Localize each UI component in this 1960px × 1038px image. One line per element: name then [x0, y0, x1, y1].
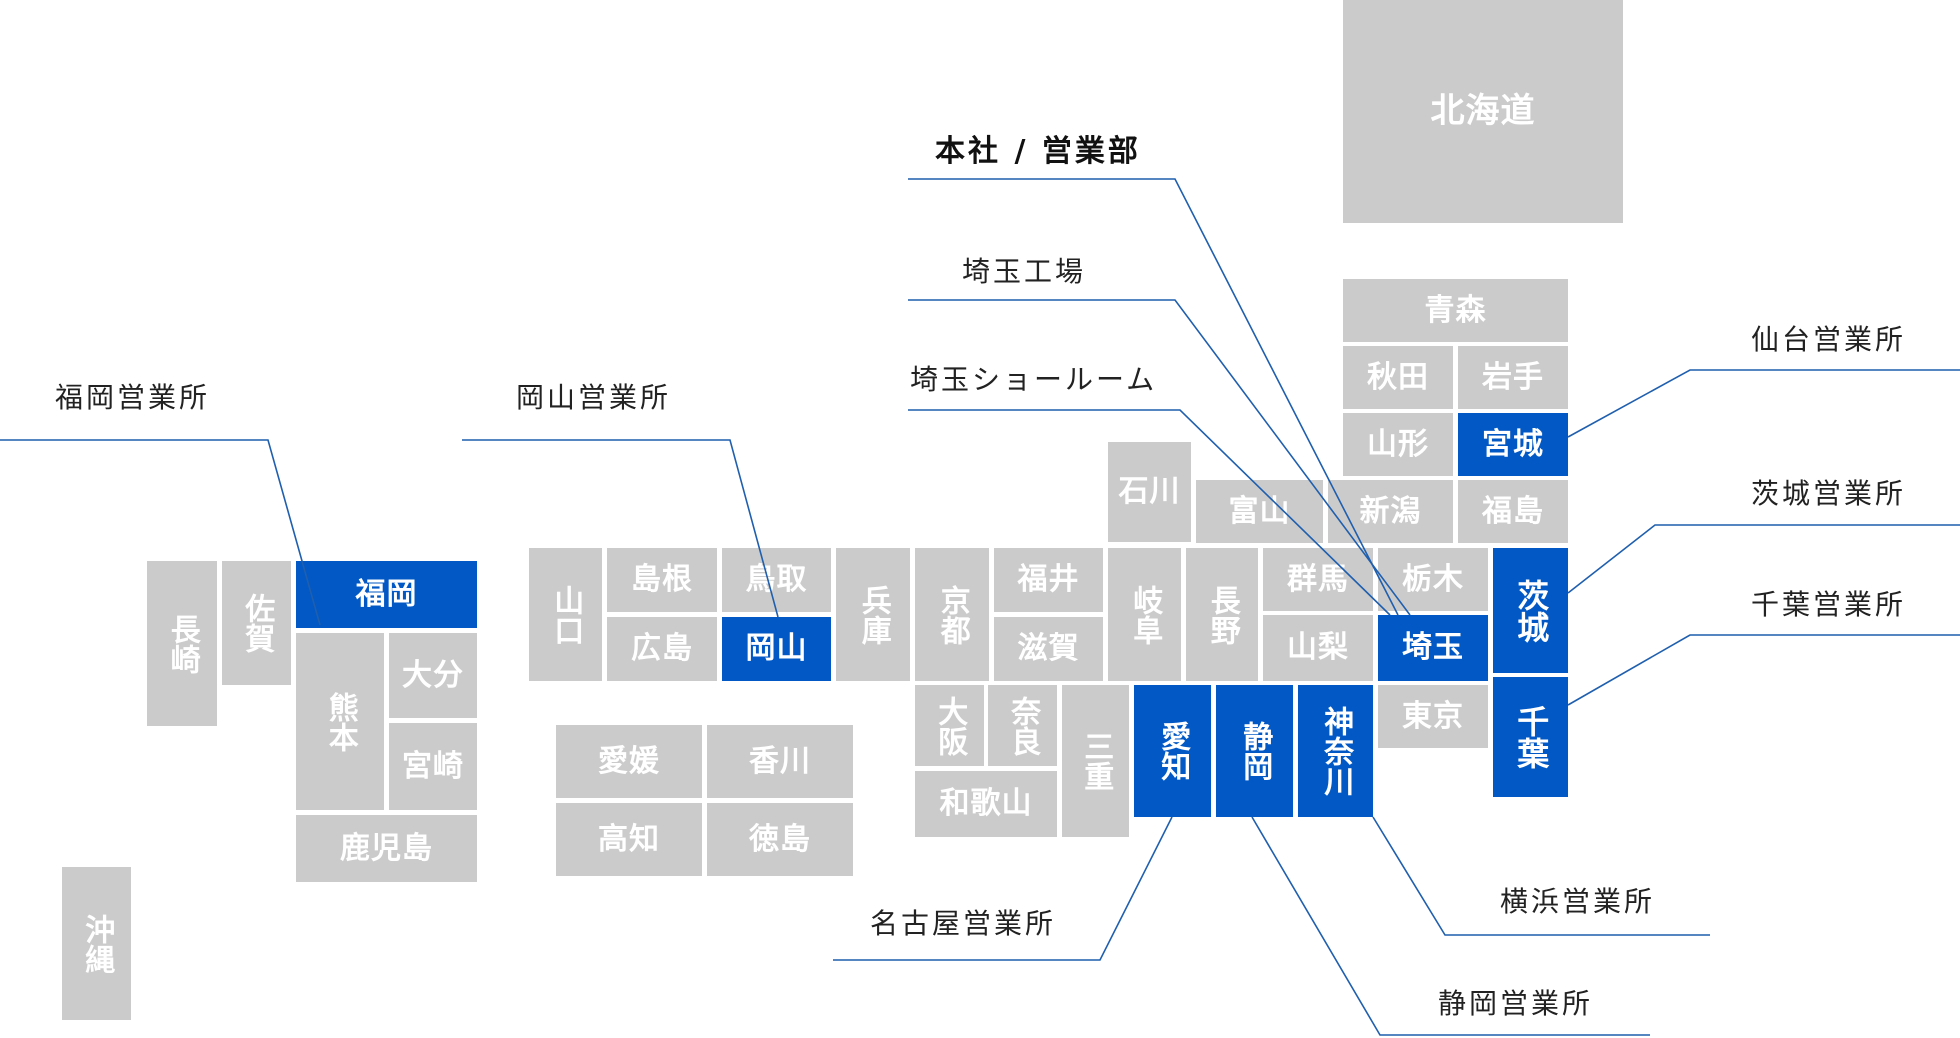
pref-nagasaki: 長崎: [147, 561, 217, 726]
office-label-ibaraki-office[interactable]: 茨城営業所: [1751, 477, 1907, 510]
pref-yamanashi: 山梨: [1263, 615, 1373, 681]
pref-tochigi: 栃木: [1378, 548, 1488, 611]
pref-okayama[interactable]: 岡山: [722, 617, 831, 681]
office-label-saitama-factory[interactable]: 埼玉工場: [962, 255, 1087, 288]
pref-fukushima: 福島: [1458, 480, 1568, 543]
pref-ehime: 愛媛: [556, 725, 702, 798]
pref-tokyo: 東京: [1378, 685, 1488, 748]
pref-aichi[interactable]: 愛知: [1134, 685, 1211, 817]
pref-nara: 奈良: [988, 685, 1057, 766]
pref-gifu: 岐阜: [1108, 548, 1181, 681]
pref-hokkaido: 北海道: [1343, 0, 1623, 223]
pref-akita: 秋田: [1343, 346, 1453, 409]
office-label-nagoya[interactable]: 名古屋営業所: [870, 907, 1057, 940]
pref-hyogo: 兵庫: [836, 548, 910, 681]
pref-yamagata: 山形: [1343, 413, 1453, 476]
pref-osaka: 大阪: [915, 685, 984, 766]
office-label-fukuoka-office[interactable]: 福岡営業所: [55, 381, 211, 414]
pref-nagano: 長野: [1186, 548, 1258, 681]
pref-ibaraki[interactable]: 茨城: [1493, 548, 1568, 673]
leader-line-chiba-office: [1567, 634, 1960, 706]
pref-kumamoto: 熊本: [296, 633, 384, 810]
pref-chiba[interactable]: 千葉: [1493, 677, 1568, 797]
pref-yamaguchi: 山口: [529, 548, 602, 681]
office-label-saitama-showroom[interactable]: 埼玉ショールーム: [910, 363, 1158, 396]
pref-kagawa: 香川: [707, 725, 853, 798]
office-label-okayama-office[interactable]: 岡山営業所: [516, 381, 672, 414]
office-label-hq[interactable]: 本社 / 営業部: [935, 134, 1141, 169]
leader-line-sendai: [1567, 369, 1960, 438]
office-label-chiba-office[interactable]: 千葉営業所: [1751, 588, 1907, 621]
pref-okinawa: 沖縄: [62, 867, 131, 1020]
pref-shimane: 島根: [607, 548, 717, 612]
pref-tottori: 鳥取: [722, 548, 831, 612]
pref-fukuoka[interactable]: 福岡: [296, 561, 477, 628]
pref-gunma: 群馬: [1263, 548, 1373, 611]
pref-ishikawa: 石川: [1108, 442, 1191, 542]
pref-oita: 大分: [389, 633, 477, 718]
pref-kagoshima: 鹿児島: [296, 815, 477, 882]
pref-saga: 佐賀: [222, 561, 291, 685]
pref-kochi: 高知: [556, 803, 702, 876]
office-label-sendai[interactable]: 仙台営業所: [1751, 323, 1907, 356]
pref-saitama[interactable]: 埼玉: [1378, 615, 1488, 681]
pref-fukui: 福井: [994, 548, 1103, 612]
pref-shiga: 滋賀: [994, 617, 1103, 681]
pref-miyagi[interactable]: 宮城: [1458, 413, 1568, 476]
pref-shizuoka[interactable]: 静岡: [1216, 685, 1293, 817]
pref-aomori: 青森: [1343, 279, 1568, 342]
pref-tokushima: 徳島: [707, 803, 853, 876]
pref-toyama: 富山: [1196, 480, 1323, 543]
office-label-shizuoka-office[interactable]: 静岡営業所: [1438, 987, 1594, 1020]
pref-kanagawa[interactable]: 神奈川: [1298, 685, 1373, 817]
pref-niigata: 新潟: [1328, 480, 1453, 543]
pref-iwate: 岩手: [1458, 346, 1568, 409]
pref-kyoto: 京都: [915, 548, 989, 681]
pref-wakayama: 和歌山: [915, 771, 1057, 837]
office-label-yokohama[interactable]: 横浜営業所: [1500, 885, 1656, 918]
pref-hiroshima: 広島: [607, 617, 717, 681]
pref-mie: 三重: [1062, 685, 1129, 837]
pref-miyazaki: 宮崎: [389, 723, 477, 810]
